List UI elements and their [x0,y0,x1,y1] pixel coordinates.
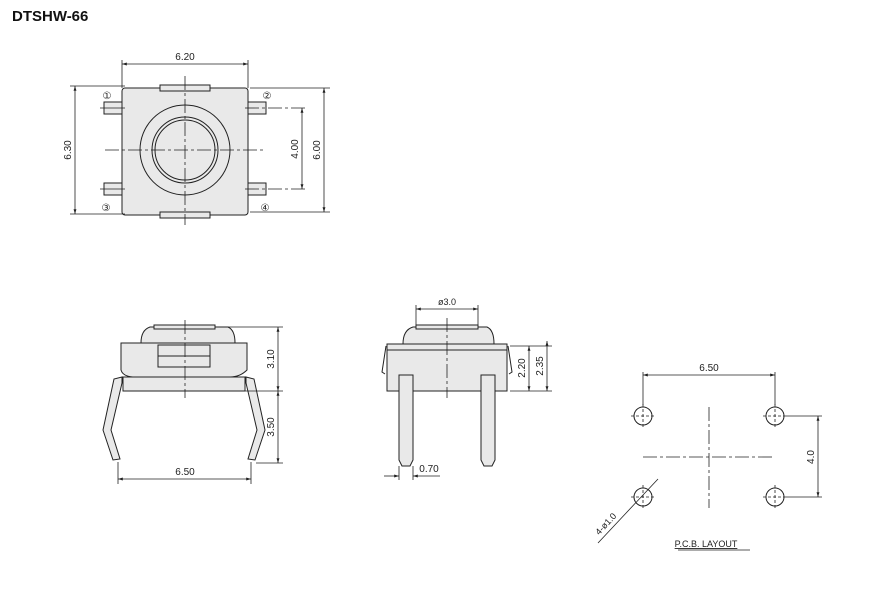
svg-text:6.50: 6.50 [699,363,719,374]
pcb-layout: 6.50 4.0 4-ø1.0 P.C.B. LAYOUT [593,363,822,551]
part-number-title: DTSHW-66 [12,8,89,25]
svg-text:6.20: 6.20 [175,52,195,63]
pin-2-label: ② [263,91,272,102]
svg-text:ø3.0: ø3.0 [438,297,456,307]
svg-text:3.10: 3.10 [266,349,277,369]
pin-1-label: ① [103,91,112,102]
svg-text:6.00: 6.00 [312,140,323,160]
svg-text:2.35: 2.35 [535,356,546,376]
svg-text:2.20: 2.20 [517,358,528,378]
pin-3-label: ③ [102,203,111,214]
svg-text:4.0: 4.0 [806,450,817,464]
side-view: ø3.0 2.20 2.35 0.70 [381,297,552,480]
svg-text:4.00: 4.00 [290,139,301,159]
svg-text:6.50: 6.50 [175,467,195,478]
top-view: 6.20 6.30 4.00 6.00 ① ② ③ ④ [63,52,330,225]
svg-text:0.70: 0.70 [419,464,439,475]
pin-4-label: ④ [261,203,270,214]
svg-text:6.30: 6.30 [63,140,74,160]
pcb-layout-label: P.C.B. LAYOUT [675,539,738,549]
svg-text:3.50: 3.50 [266,417,277,437]
svg-text:4-ø1.0: 4-ø1.0 [593,511,618,537]
front-view: 3.10 3.50 6.50 [102,320,283,484]
